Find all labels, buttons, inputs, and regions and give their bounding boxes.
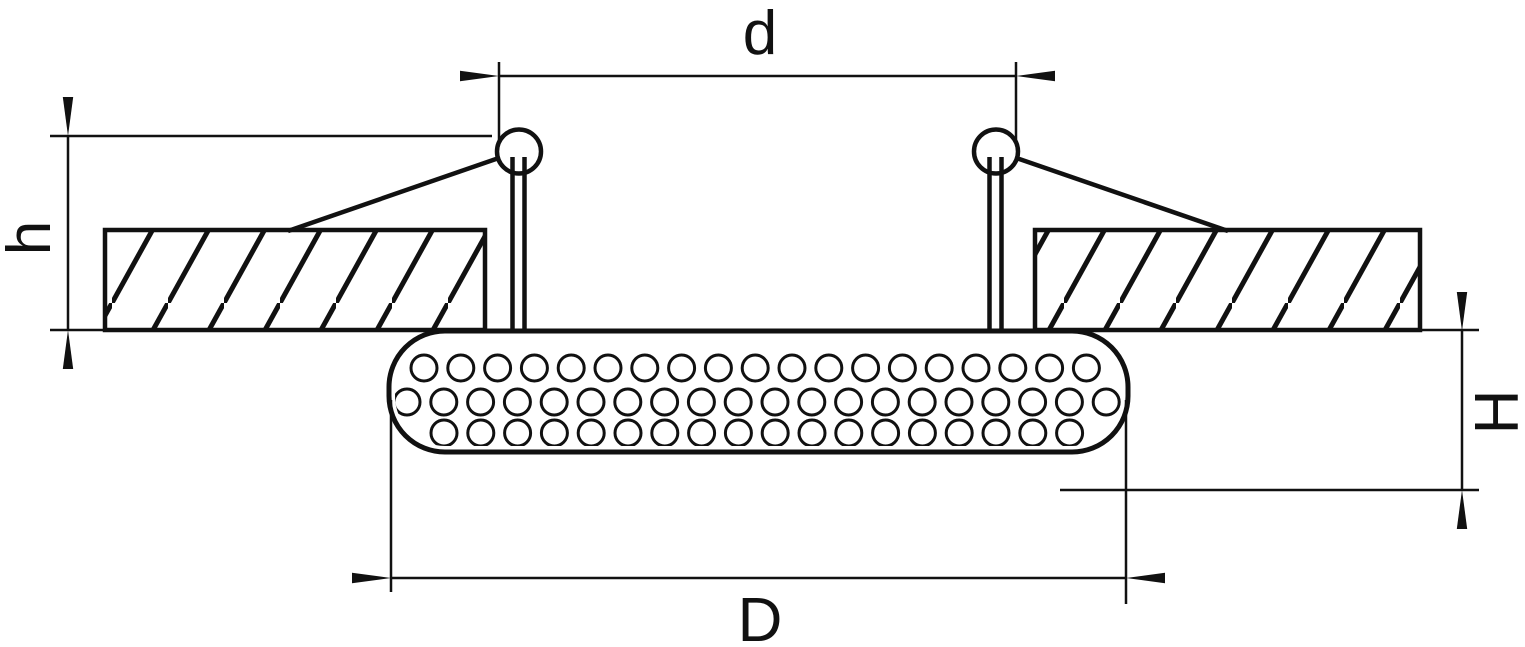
perforation-dot [998,353,1028,383]
perforation-dot [760,418,790,446]
spring-arm-left [287,148,520,234]
perforation-dot [1018,387,1048,417]
perforation-dot [650,387,680,417]
perforation-dot [981,418,1011,446]
perforation-dot [539,387,569,417]
perforation-dot [834,418,864,446]
perforation-dot [907,387,937,417]
perforation-dot [887,353,917,383]
ceiling-panel-left-section [102,227,488,333]
perforation-dot [613,387,643,417]
perforation-dot [613,418,643,446]
label-D: D [738,586,783,647]
perforation-dot [503,418,533,446]
perforation-dot [650,418,680,446]
clip-pin-right [987,157,1004,332]
perforation-dot [593,353,623,383]
perforation-dot [944,418,974,446]
dimension-d: d [460,0,1055,141]
perforation-dot [466,387,496,417]
perforation-dot [814,353,844,383]
perforation-dot [723,418,753,446]
perforation-dot [907,418,937,446]
ceiling-panel-left [102,227,488,333]
perforation-dot [429,418,459,446]
perforation-dot [870,387,900,417]
perforation-dot [446,353,476,383]
perforation-dot [466,418,496,446]
perforation-dot [630,353,660,383]
perforation-dot [797,387,827,417]
perforation-dot [576,418,606,446]
perforation-dot [556,353,586,383]
clip-pin-left [510,157,527,332]
perforation-dot [981,387,1011,417]
perforation-dot [395,387,422,417]
perforation-dot [519,353,549,383]
dimension-H: H [1060,292,1525,529]
perforation-dot [723,387,753,417]
label-h: h [0,221,64,255]
perforation-dot [1071,353,1101,383]
perforation-dot [409,353,439,383]
dimension-D: D [352,400,1165,647]
perforation-dot [686,387,716,417]
lamp-body-outline [386,328,1131,455]
perforation-dot [1035,353,1065,383]
perforation-dot [1018,418,1048,446]
perforation-dot [760,387,790,417]
perforation-dot [1055,418,1085,446]
perforation-dot [851,353,881,383]
perforation-dot [871,418,901,446]
spring-roller-left [494,127,544,176]
label-H: H [1463,390,1525,435]
spring-arm-right [995,148,1229,234]
perforation-dot [502,387,532,417]
perforation-dot [740,353,770,383]
perforation-dot [667,353,697,383]
spring-clip-left [287,127,544,332]
perforation-dot [429,387,459,417]
perforation-dot [539,418,569,446]
perforation-dot [1054,387,1084,417]
perforation-dot [1091,387,1121,417]
ceiling-panel-right-section [1032,227,1423,333]
perforated-face-pattern [395,353,1121,446]
lamp-body [386,328,1131,455]
perforation-dot [703,353,733,383]
perforation-dot [687,418,717,446]
perforation-dot [777,353,807,383]
perforation-dot [961,353,991,383]
dimension-h: h [0,97,492,369]
perforation-dot [576,387,606,417]
spring-clip-right [971,127,1229,332]
spring-roller-right [971,127,1021,176]
perforation-dot [924,353,954,383]
label-d: d [743,0,777,68]
perforation-dot [483,353,513,383]
ceiling-panel-right [1032,227,1423,333]
perforation-dot [944,387,974,417]
perforation-dot [797,418,827,446]
perforation-dot [834,387,864,417]
